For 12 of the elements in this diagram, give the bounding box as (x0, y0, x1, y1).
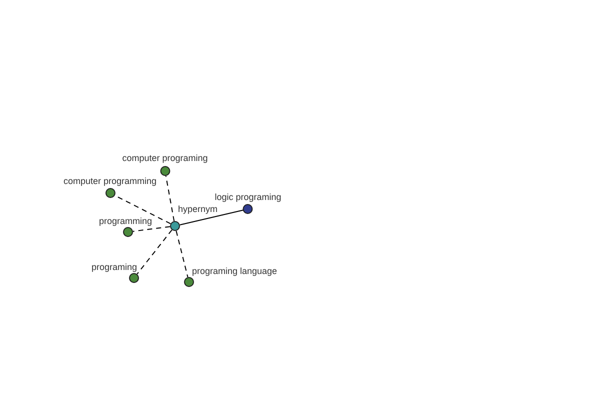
connector-line (136, 229, 172, 275)
node-label: programing language (192, 266, 278, 276)
connector-line (132, 226, 171, 232)
node-label: logic programing (214, 192, 282, 202)
connector-line (179, 210, 244, 226)
node-label: programming (98, 216, 152, 226)
node-label: computer programing (122, 153, 208, 163)
node-label: hypernym (178, 204, 218, 214)
connector-line (165, 175, 175, 222)
node-label: programing (91, 262, 137, 272)
node-label: computer programming (63, 176, 157, 186)
connector-line (176, 230, 188, 278)
